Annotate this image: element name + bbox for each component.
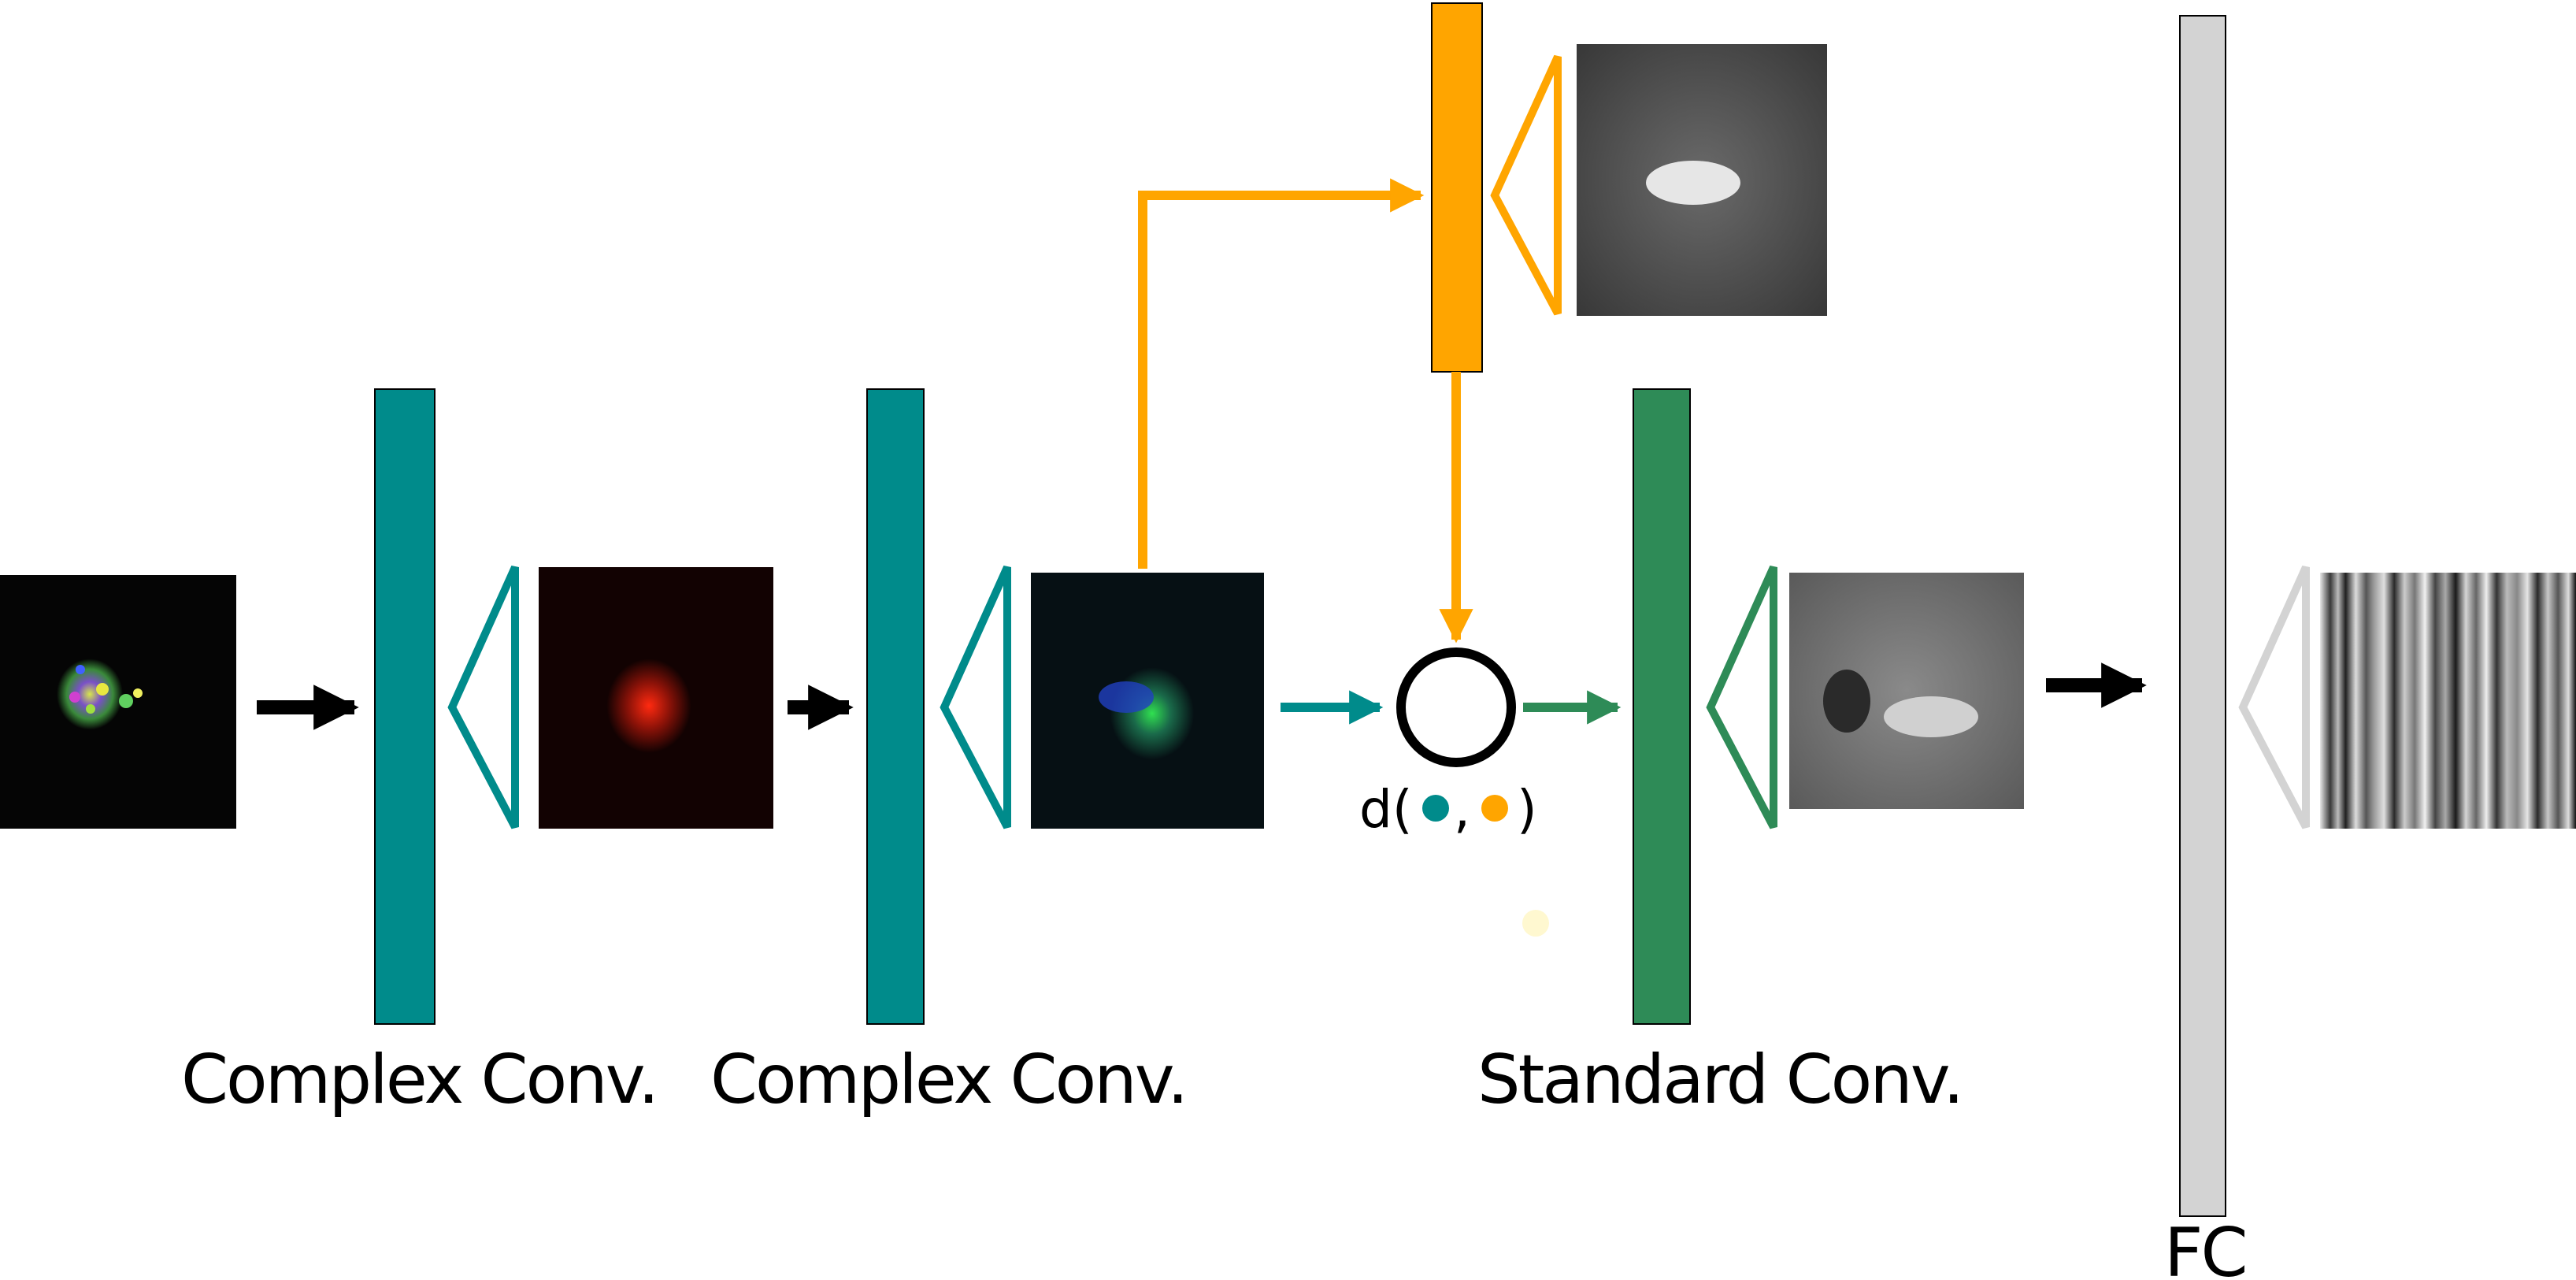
fc-filter-icon [2238, 565, 2310, 829]
feature-map-red [539, 567, 773, 829]
feature-map-green [1031, 573, 1264, 829]
fc-label: FC [2164, 1214, 2246, 1280]
standard-filter-icon [1706, 565, 1777, 829]
fc-layer [2179, 15, 2226, 1217]
conv3-label: Standard Conv. [1477, 1041, 1962, 1119]
conv2-label: Complex Conv. [710, 1041, 1186, 1119]
teal-dot-icon [1422, 795, 1449, 822]
distance-label: d( , ) [1359, 779, 1537, 840]
input-image [0, 575, 236, 829]
branch-connector [1138, 178, 1425, 569]
distance-prefix: d( [1359, 779, 1413, 840]
complex-filter-2-icon [940, 565, 1011, 829]
branch-filter-icon [1490, 54, 1562, 316]
complex-conv-layer-2 [866, 388, 925, 1025]
distance-node-icon [1396, 647, 1516, 767]
branch-feature-map [1577, 44, 1827, 316]
conv1-label: Complex Conv. [181, 1041, 657, 1119]
standard-conv-layer [1633, 388, 1691, 1025]
complex-conv-layer-1 [374, 388, 436, 1025]
standard-feature-map [1789, 573, 2024, 809]
orange-dot-icon [1481, 795, 1508, 822]
complex-filter-1-icon [447, 565, 519, 829]
branch-layer [1431, 2, 1483, 373]
fc-weight-pattern [2320, 573, 2576, 829]
distance-suffix: ) [1517, 779, 1537, 840]
faint-dot-icon [1522, 910, 1549, 937]
distance-comma: , [1454, 779, 1470, 840]
